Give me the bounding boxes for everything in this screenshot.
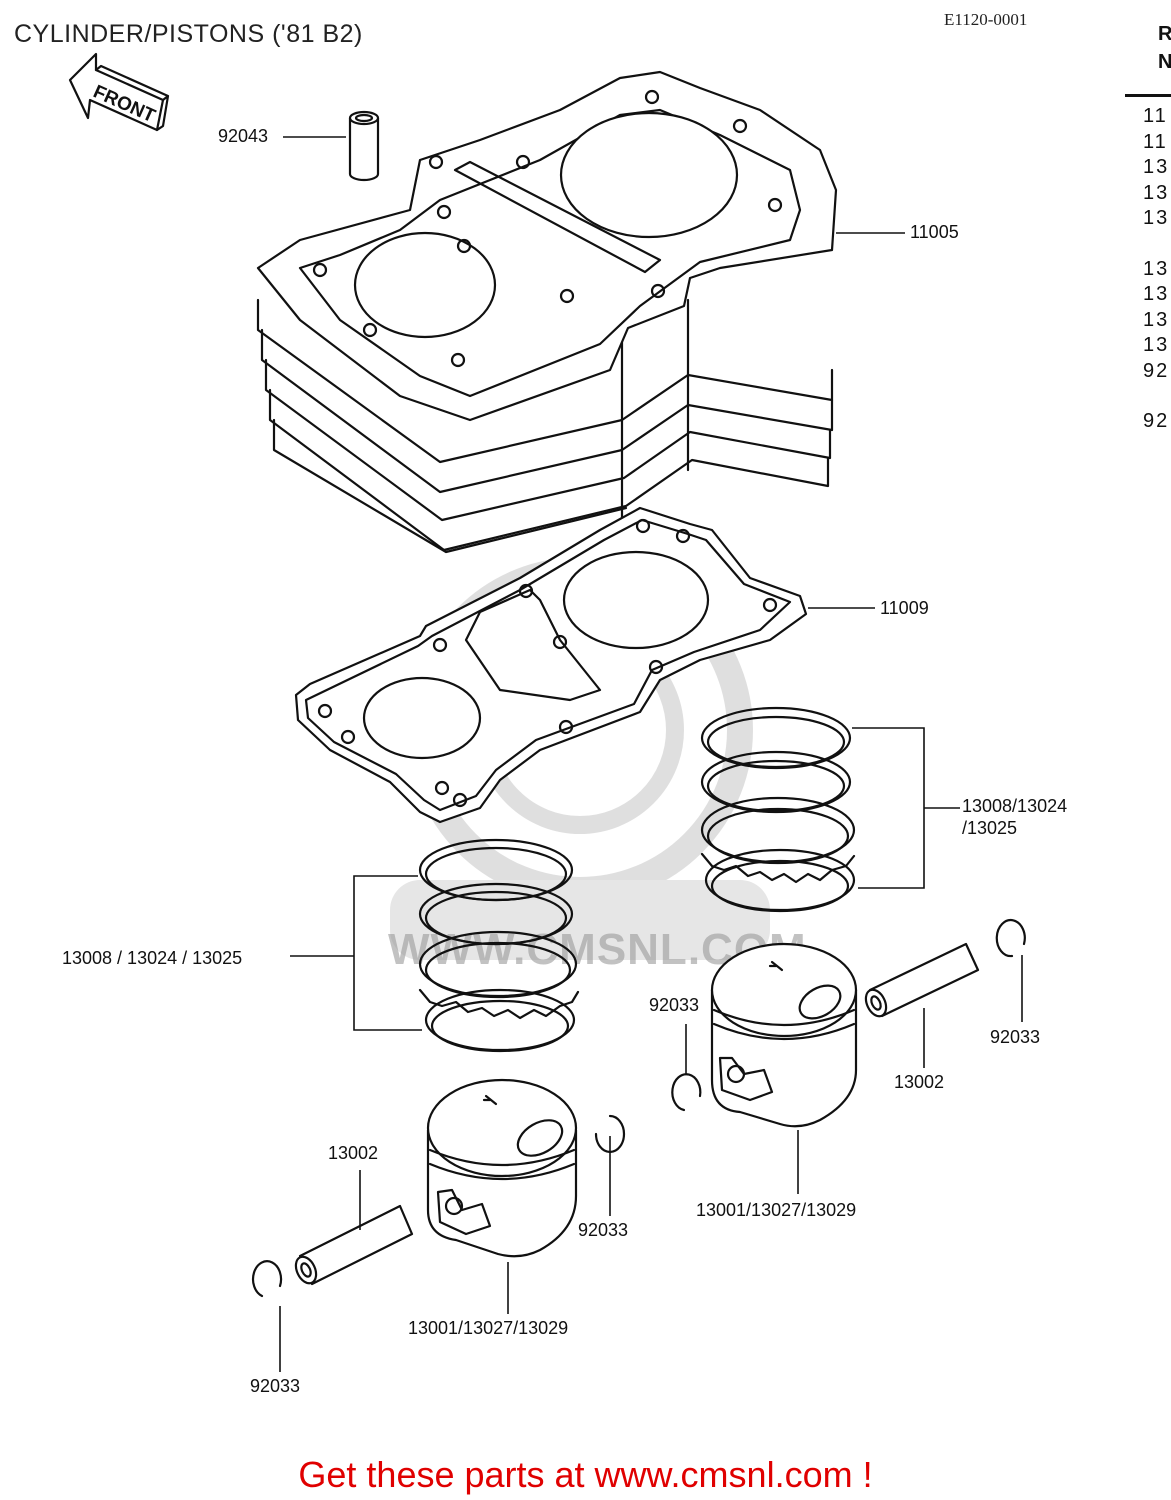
callout-92033-left-upper[interactable]: 92033 <box>578 1220 629 1240</box>
page-title: CYLINDER/PISTONS ('81 B2) <box>14 20 363 48</box>
side-column-rule <box>1125 94 1171 97</box>
callout-piston-left[interactable]: 13001/13027/13029 <box>408 1318 569 1338</box>
callout-92033-left-lower[interactable]: 92033 <box>250 1376 301 1396</box>
footer-link[interactable]: Get these parts at www.cmsnl.com ! <box>298 1454 873 1495</box>
callout-rings-left[interactable]: 13008 / 13024 / 13025 <box>62 948 243 968</box>
circlip-left-lower-icon <box>251 1260 283 1298</box>
side-list-item[interactable]: 13 <box>1143 181 1170 204</box>
cylinder-block-icon <box>256 70 838 554</box>
figure-code: E1120-0001 <box>944 10 1028 29</box>
callout-rings-right-2[interactable]: /13025 <box>962 818 1018 838</box>
callout-11005[interactable]: 11005 <box>910 222 959 242</box>
callout-rings-right[interactable]: 13008/13024 <box>962 796 1068 816</box>
leader-bracket <box>290 875 422 1031</box>
circlip-left-upper-icon <box>594 1114 626 1154</box>
piston-pin-left-icon <box>294 1204 414 1286</box>
side-list-item[interactable]: 13 <box>1143 207 1170 229</box>
side-column-header-text: R N <box>1158 23 1171 73</box>
circlip-mid-icon <box>671 1073 702 1112</box>
side-list-item[interactable]: 92 <box>1143 359 1170 382</box>
callout-piston-right[interactable]: 13001/13027/13029 <box>696 1200 857 1220</box>
callout-92033-mid[interactable]: 92033 <box>649 995 700 1015</box>
side-list-item[interactable]: 13 <box>1143 257 1170 280</box>
piston-rings-right-icon <box>700 706 856 913</box>
callout-11009[interactable]: 11009 <box>880 598 929 618</box>
circlip-right-icon <box>995 918 1026 958</box>
side-list-item[interactable]: 13 <box>1143 308 1170 331</box>
side-list-item[interactable]: 13 <box>1143 156 1170 178</box>
gasket-icon <box>294 506 808 824</box>
side-list-item[interactable]: 13 <box>1143 283 1170 305</box>
callout-13002-right[interactable]: 13002 <box>894 1072 945 1092</box>
piston-right-icon <box>710 942 858 1128</box>
dowel-pin-icon <box>348 110 380 182</box>
side-column-list: 11 11 13 13 13 13 13 13 13 92 92 <box>1143 104 1169 435</box>
side-list-item[interactable]: 92 <box>1143 410 1170 432</box>
side-list-item[interactable]: 13 <box>1143 334 1170 356</box>
callout-92043[interactable]: 92043 <box>218 126 269 146</box>
front-arrow-icon: FRONT <box>68 52 170 132</box>
piston-rings-left-icon <box>418 838 580 1053</box>
piston-pin-right-icon <box>864 942 980 1018</box>
piston-left-icon <box>426 1078 578 1258</box>
callout-13002-left[interactable]: 13002 <box>328 1143 379 1163</box>
side-list-item[interactable]: 11 <box>1143 130 1168 153</box>
side-list-item[interactable]: 11 <box>1143 105 1168 127</box>
side-column-header: R N <box>1158 20 1171 76</box>
callout-92033-right[interactable]: 92033 <box>990 1027 1041 1047</box>
leader-bracket <box>852 727 960 889</box>
